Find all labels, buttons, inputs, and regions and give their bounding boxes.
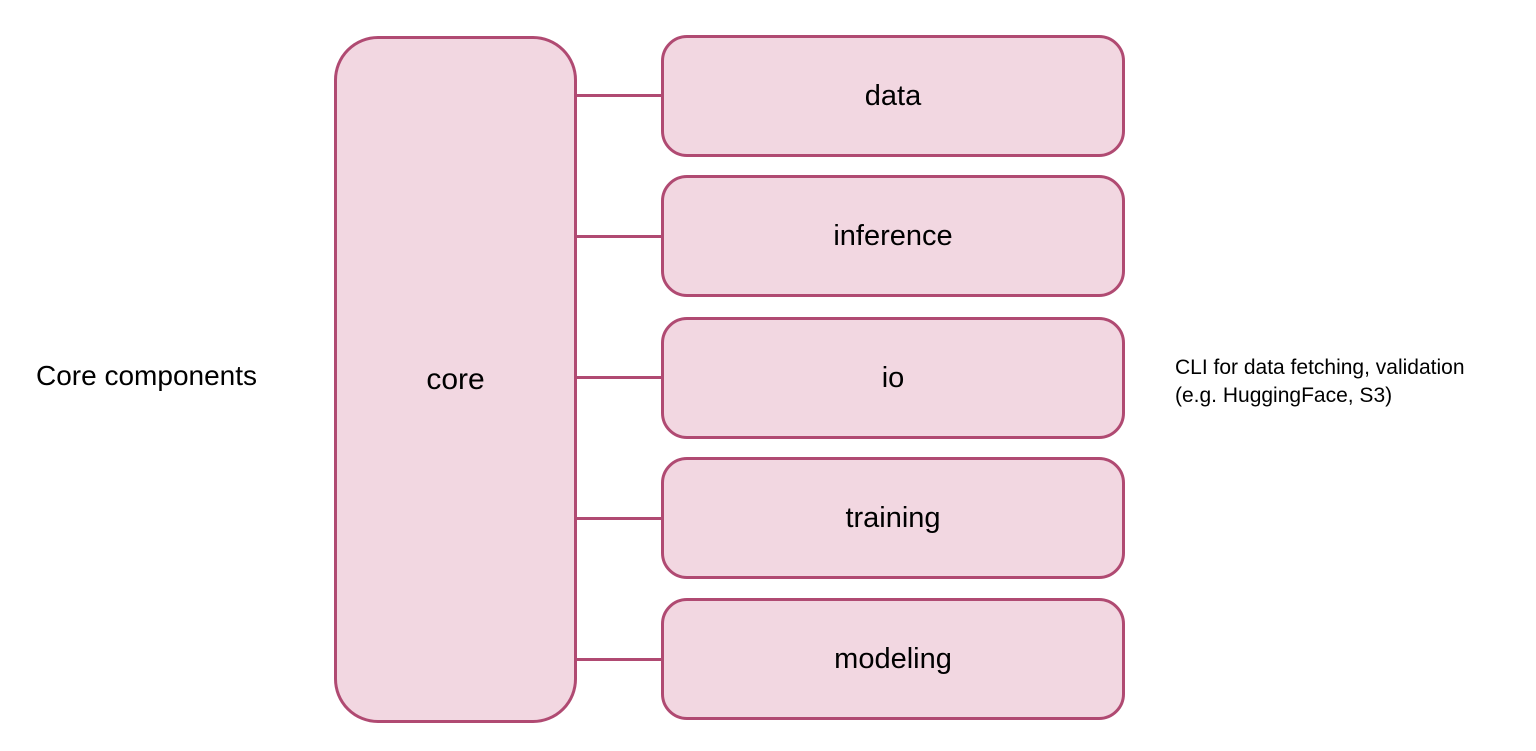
node-inference: inference	[661, 175, 1125, 297]
side-label-core-components: Core components	[36, 360, 258, 391]
connector-core-io	[577, 376, 661, 379]
node-inference-label: inference	[833, 219, 953, 252]
connector-core-data	[577, 94, 661, 97]
node-core: core	[334, 36, 577, 723]
annotation-line-2: (e.g. HuggingFace, S3)	[1175, 384, 1393, 407]
node-data-label: data	[864, 79, 922, 112]
node-training: training	[661, 457, 1125, 579]
node-data: data	[661, 35, 1125, 157]
node-modeling-label: modeling	[834, 642, 952, 675]
node-io-label: io	[881, 361, 905, 394]
connector-core-inference	[577, 235, 661, 238]
connector-core-training	[577, 517, 661, 520]
node-core-label: core	[426, 362, 485, 396]
connector-core-modeling	[577, 658, 661, 661]
annotation-note: CLI for data fetching, validation (e.g. …	[1175, 354, 1465, 410]
annotation-line-1: CLI for data fetching, validation	[1175, 356, 1465, 379]
node-io: io	[661, 317, 1125, 439]
node-modeling: modeling	[661, 598, 1125, 720]
node-training-label: training	[845, 501, 941, 534]
